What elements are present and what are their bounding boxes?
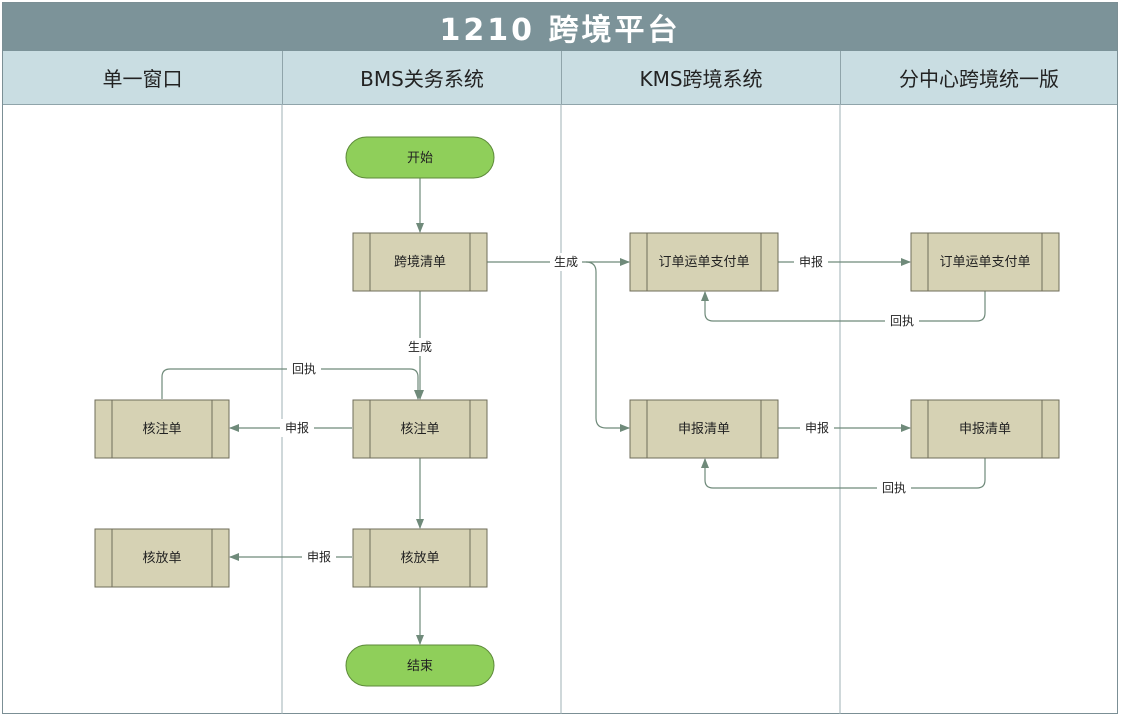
node-start[interactable]: 开始 bbox=[345, 136, 495, 179]
node-release-note-label: 核放单 bbox=[400, 551, 439, 566]
diagram-title: 1210 跨境平台 bbox=[3, 3, 1117, 51]
edge-label-generate-1: 生成 bbox=[554, 255, 578, 269]
node-center-declare-label: 申报清单 bbox=[959, 422, 1011, 437]
node-kms-declare-label: 申报清单 bbox=[678, 422, 730, 437]
edge-label-receipt-order: 回执 bbox=[890, 314, 914, 328]
lane-header-single-window: 单一窗口 bbox=[3, 51, 283, 105]
edge-label-bg-receipt-order bbox=[885, 312, 919, 330]
node-center-declare[interactable]: 申报清单 bbox=[910, 399, 1060, 459]
node-center-order-label: 订单运单支付单 bbox=[939, 255, 1030, 270]
edge-label-receipt-verify: 回执 bbox=[292, 362, 316, 376]
node-kms-declare[interactable]: 申报清单 bbox=[629, 399, 779, 459]
edge-label-receipt-declare: 回执 bbox=[882, 481, 906, 495]
node-verify-note[interactable]: 核注单 bbox=[352, 399, 488, 459]
edge-label-bg-report-order bbox=[794, 253, 828, 271]
edge-label-report-release: 申报 bbox=[307, 549, 331, 564]
edge-label-report-declare: 申报 bbox=[805, 420, 829, 435]
node-sw-release-note[interactable]: 核放单 bbox=[94, 528, 230, 588]
edge-label-report-order: 申报 bbox=[799, 254, 823, 269]
node-end[interactable]: 结束 bbox=[345, 644, 495, 687]
edge-label-generate-2: 生成 bbox=[408, 340, 432, 354]
edge-label-bg-report-declare bbox=[800, 419, 834, 437]
edge-label-bg-generate-2 bbox=[403, 338, 437, 356]
edge-label-bg-receipt-declare bbox=[877, 479, 911, 497]
node-verify-note-label: 核注单 bbox=[400, 422, 439, 437]
edge-label-bg-generate-1 bbox=[550, 253, 582, 271]
node-end-label: 结束 bbox=[407, 659, 433, 674]
node-center-order[interactable]: 订单运单支付单 bbox=[910, 232, 1060, 292]
node-kms-order-label: 订单运单支付单 bbox=[658, 255, 749, 270]
edge-declare-receipt bbox=[701, 458, 986, 489]
edge-label-bg-report-release bbox=[302, 548, 336, 566]
lane-header-center: 分中心跨境统一版 bbox=[841, 51, 1117, 105]
node-sw-release-note-label: 核放单 bbox=[142, 551, 181, 566]
lane-header-kms: KMS跨境系统 bbox=[562, 51, 841, 105]
edge-label-bg-receipt-verify bbox=[287, 360, 321, 378]
lane-header-bms: BMS关务系统 bbox=[283, 51, 562, 105]
edge-label-bg-report-verify bbox=[280, 419, 314, 437]
node-kms-order[interactable]: 订单运单支付单 bbox=[629, 232, 779, 292]
edge-order-receipt bbox=[701, 291, 986, 322]
node-sw-verify-note-label: 核注单 bbox=[142, 422, 181, 437]
node-release-note[interactable]: 核放单 bbox=[352, 528, 488, 588]
node-cross-list[interactable]: 跨境清单 bbox=[352, 232, 488, 292]
node-sw-verify-note[interactable]: 核注单 bbox=[94, 399, 230, 459]
edge-label-report-verify: 申报 bbox=[285, 420, 309, 435]
node-cross-list-label: 跨境清单 bbox=[394, 255, 446, 270]
edge-cross-list-to-declare bbox=[585, 261, 630, 432]
node-start-label: 开始 bbox=[407, 151, 433, 166]
